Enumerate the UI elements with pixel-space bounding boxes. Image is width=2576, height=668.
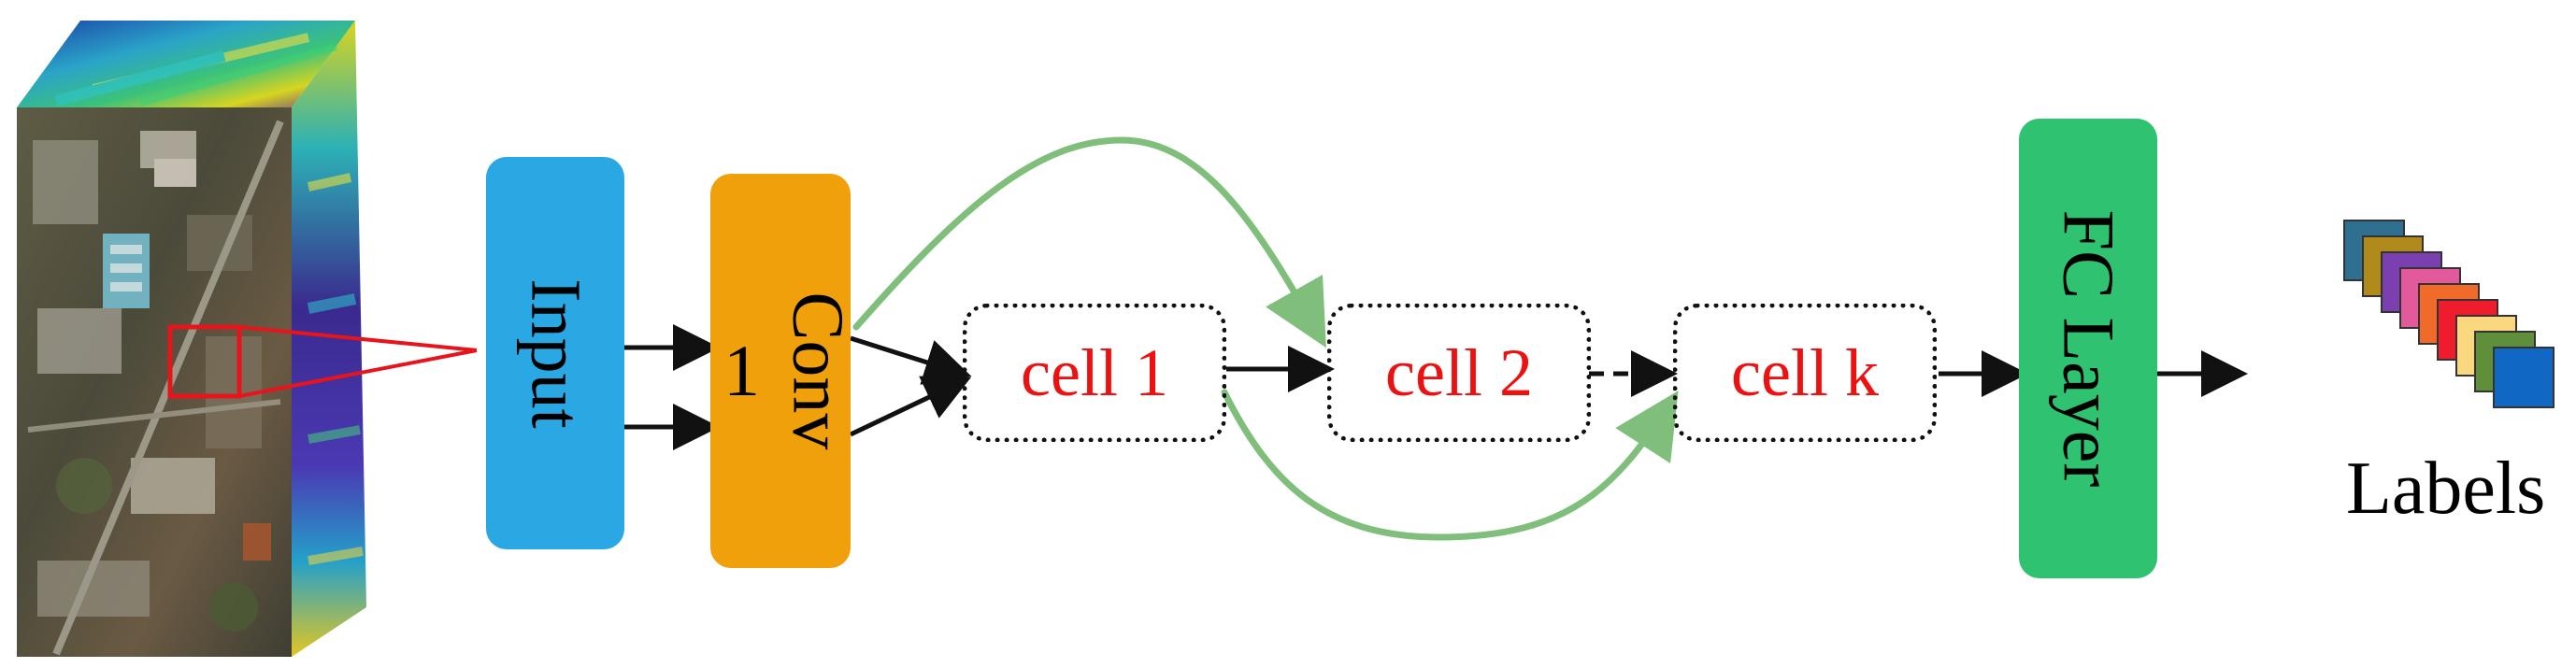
fc-layer-block: FC Layer xyxy=(2019,119,2157,578)
cell-2-label: cell 2 xyxy=(1385,334,1533,410)
cell-1: cell 1 xyxy=(963,304,1226,442)
forward-edges xyxy=(623,324,2248,450)
fc-layer-label: FC Layer xyxy=(2048,209,2130,488)
input-label: Input xyxy=(516,277,595,429)
cell-k-label: cell k xyxy=(1731,334,1879,410)
skip-conv1-cell2 xyxy=(852,136,1326,348)
conv1-label-line2: 1 xyxy=(723,330,761,412)
conv1-block: Conv 1 xyxy=(710,174,860,568)
conv1-label: Conv 1 xyxy=(704,291,860,449)
cell-1-label: cell 1 xyxy=(1021,334,1168,410)
cell-k: cell k xyxy=(1673,304,1937,442)
skip-connections xyxy=(852,136,1679,541)
hyperspectral-image-cube-icon xyxy=(17,21,478,657)
skip-cell1-cellk xyxy=(1221,389,1679,541)
edge-conv1-cell1-bottom xyxy=(849,376,972,437)
edge-conv1-cell1-top xyxy=(850,335,972,385)
label-square-9 xyxy=(2493,347,2555,408)
cell-2: cell 2 xyxy=(1327,304,1591,442)
label-stack-icon xyxy=(2343,220,2555,408)
labels-caption: Labels xyxy=(2346,448,2546,530)
input-block: Input xyxy=(486,157,624,549)
